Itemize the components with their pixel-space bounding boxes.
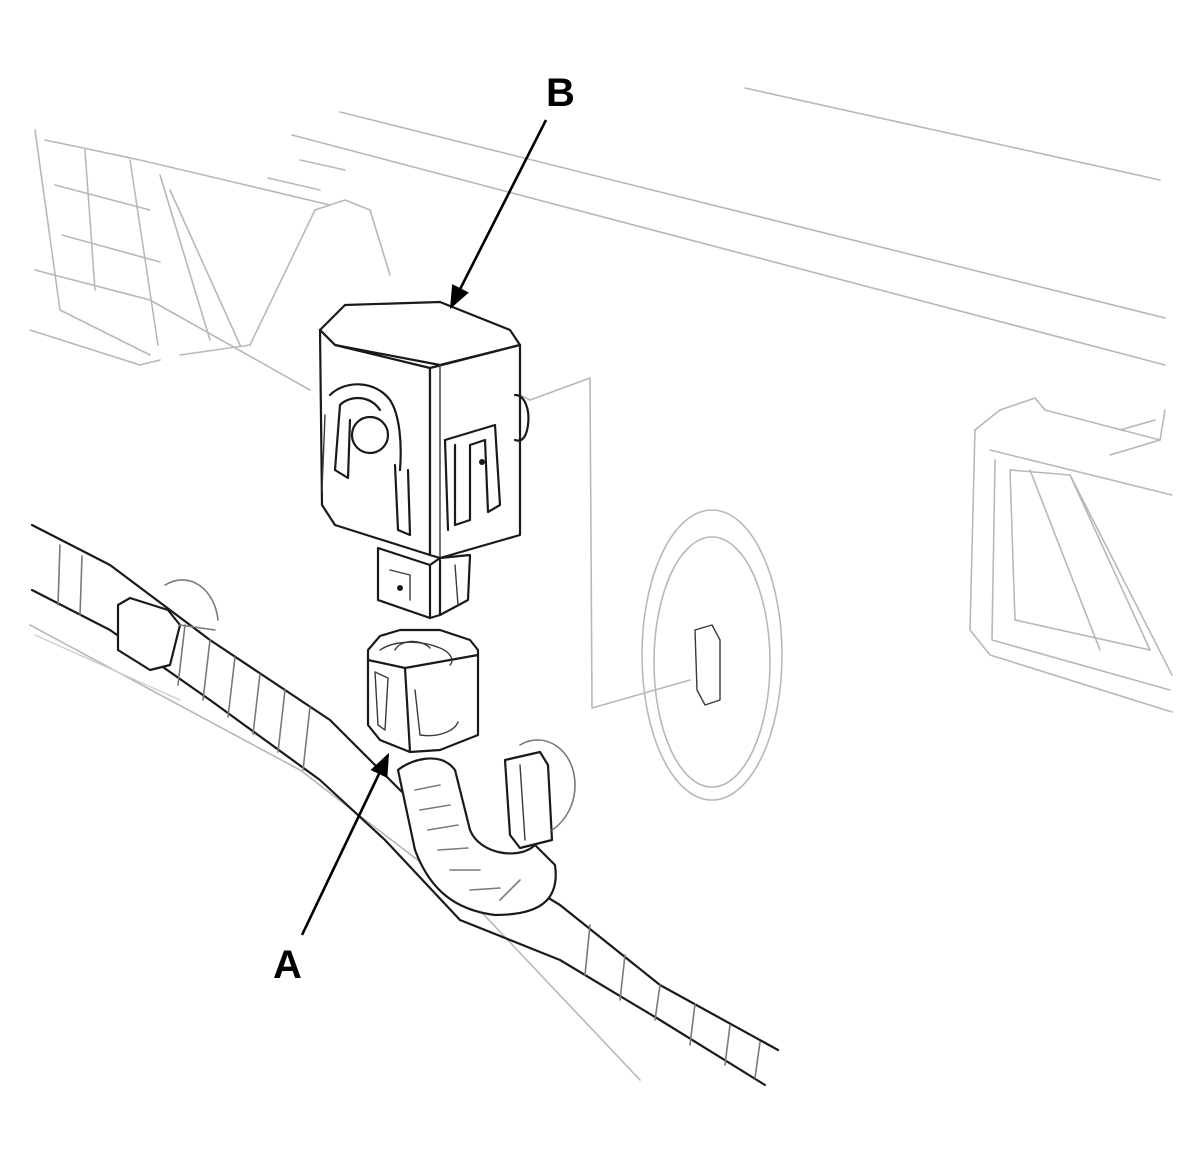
body-panel-background	[29, 87, 1173, 1081]
callout-b-label: B	[546, 71, 575, 115]
callout-a-label: A	[273, 943, 302, 987]
wire-harness	[30, 523, 780, 1087]
relay	[318, 300, 530, 620]
callout-b-leader	[449, 119, 548, 310]
callout-a-leader	[300, 752, 390, 936]
relay-connector	[366, 628, 480, 754]
